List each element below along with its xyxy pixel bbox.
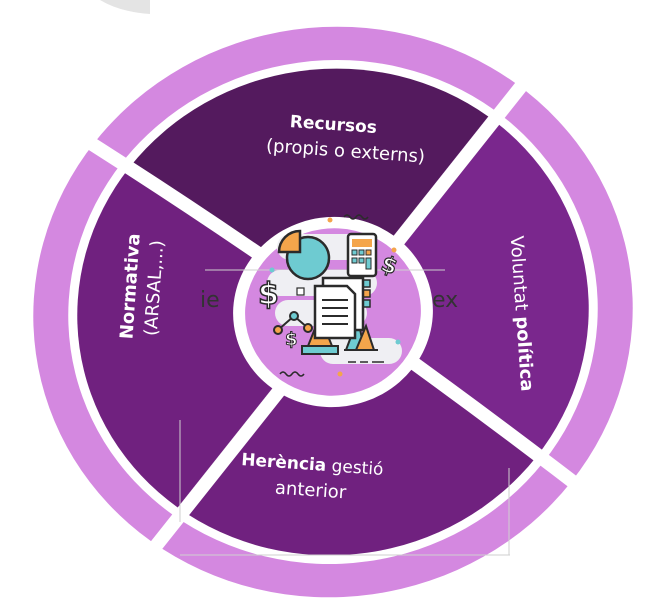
ghost-text-left: ie (200, 288, 220, 313)
dollar-icon: $ (285, 329, 298, 350)
ghost-text-right: ex (432, 288, 458, 313)
network-nodes-icon (273, 311, 313, 335)
segment-herencia[interactable] (154, 287, 546, 578)
segment-voluntat[interactable] (309, 106, 610, 482)
segments (56, 46, 610, 578)
label-herencia-regular: gestió (326, 456, 385, 480)
segment-normativa[interactable] (56, 142, 357, 518)
background-artifact (95, 0, 150, 14)
decoration-squiggles (279, 214, 384, 377)
label-voluntat: Voluntat política (506, 235, 538, 392)
calculator-icon (346, 232, 378, 278)
document-icon (313, 276, 365, 340)
label-voluntat-text: Voluntat política (506, 235, 538, 392)
pie-chart-icon (277, 229, 331, 281)
label-herencia-line2: anterior (274, 477, 347, 503)
segment-recursos[interactable] (120, 46, 512, 337)
label-voluntat-bold: política (511, 316, 537, 392)
dollar-icon: $ (258, 277, 279, 312)
checkbox-icon (296, 287, 305, 296)
